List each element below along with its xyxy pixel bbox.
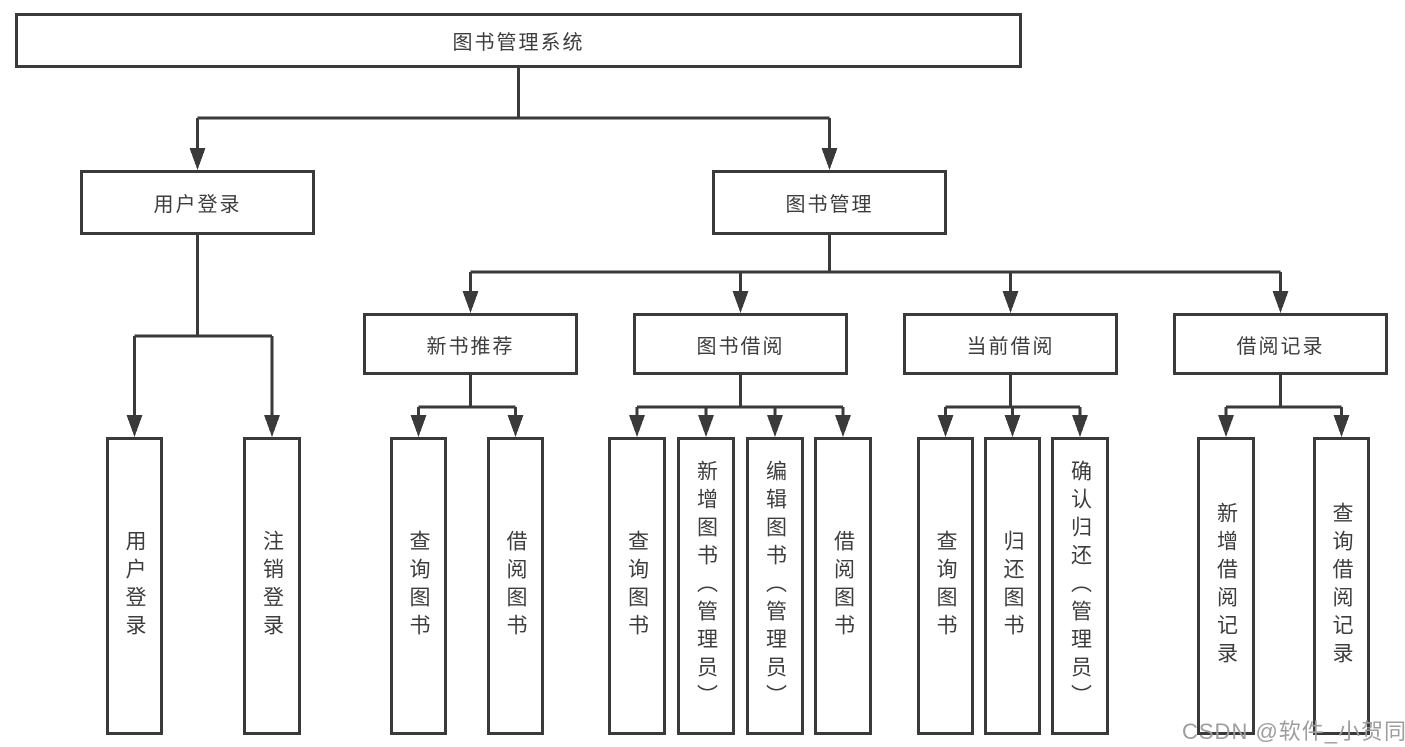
node-book-borrowing: 图书借阅 (633, 313, 848, 375)
leaf-br-add-record-label: 新增借阅记录 (1214, 502, 1238, 670)
leaf-bb-edit-books-admin: 编辑图书（管理员） (746, 437, 804, 735)
node-new-book-recommend: 新书推荐 (363, 313, 578, 375)
node-user-login-branch: 用户登录 (80, 170, 315, 235)
leaf-user-login-label: 用户登录 (123, 530, 146, 642)
leaf-cb-query-books: 查询图书 (917, 437, 974, 735)
leaf-bb-borrow-books: 借阅图书 (814, 437, 872, 735)
node-borrowing-records: 借阅记录 (1173, 313, 1388, 375)
leaf-logout-label: 注销登录 (260, 530, 284, 642)
leaf-bb-query-books: 查询图书 (608, 437, 666, 735)
leaf-cb-query-books-label: 查询图书 (934, 530, 957, 642)
leaf-nbr-borrow-books: 借阅图书 (487, 437, 544, 735)
node-root-label: 图书管理系统 (452, 32, 585, 54)
node-book-borrowing-label: 图书借阅 (696, 335, 785, 358)
leaf-bb-add-books-admin: 新增图书（管理员） (677, 437, 735, 735)
leaf-cb-return-books: 归还图书 (984, 437, 1041, 735)
leaf-cb-return-books-label: 归还图书 (1001, 530, 1024, 642)
leaf-bb-add-books-admin-label: 新增图书（管理员） (694, 460, 718, 712)
node-user-login-branch-label: 用户登录 (153, 194, 242, 216)
leaf-bb-query-books-label: 查询图书 (625, 530, 649, 642)
node-borrowing-records-label: 借阅记录 (1236, 335, 1325, 358)
leaf-logout: 注销登录 (243, 437, 301, 735)
node-current-borrowing-label: 当前借阅 (966, 335, 1055, 358)
node-book-management-label: 图书管理 (785, 194, 874, 216)
leaf-nbr-query-books-label: 查询图书 (407, 530, 430, 642)
leaf-cb-confirm-return-admin-label: 确认归还（管理员） (1068, 460, 1092, 712)
leaf-nbr-borrow-books-label: 借阅图书 (504, 530, 527, 642)
node-new-book-recommend-label: 新书推荐 (426, 335, 515, 358)
watermark-text: CSDN @软件_小贺同学 (1182, 719, 1405, 744)
leaf-br-query-record-label: 查询借阅记录 (1330, 502, 1353, 670)
leaf-bb-borrow-books-label: 借阅图书 (831, 530, 855, 642)
leaf-br-add-record: 新增借阅记录 (1197, 437, 1255, 735)
node-book-management: 图书管理 (712, 170, 947, 235)
leaf-cb-confirm-return-admin: 确认归还（管理员） (1051, 437, 1109, 735)
node-root: 图书管理系统 (15, 13, 1022, 68)
watermark: CSDN @软件_小贺同学 (1182, 714, 1405, 746)
leaf-nbr-query-books: 查询图书 (390, 437, 447, 735)
node-current-borrowing: 当前借阅 (903, 313, 1118, 375)
leaf-bb-edit-books-admin-label: 编辑图书（管理员） (763, 460, 787, 712)
leaf-br-query-record: 查询借阅记录 (1313, 437, 1370, 735)
arrowhead-icons (126, 148, 1350, 437)
leaf-user-login: 用户登录 (106, 437, 163, 735)
